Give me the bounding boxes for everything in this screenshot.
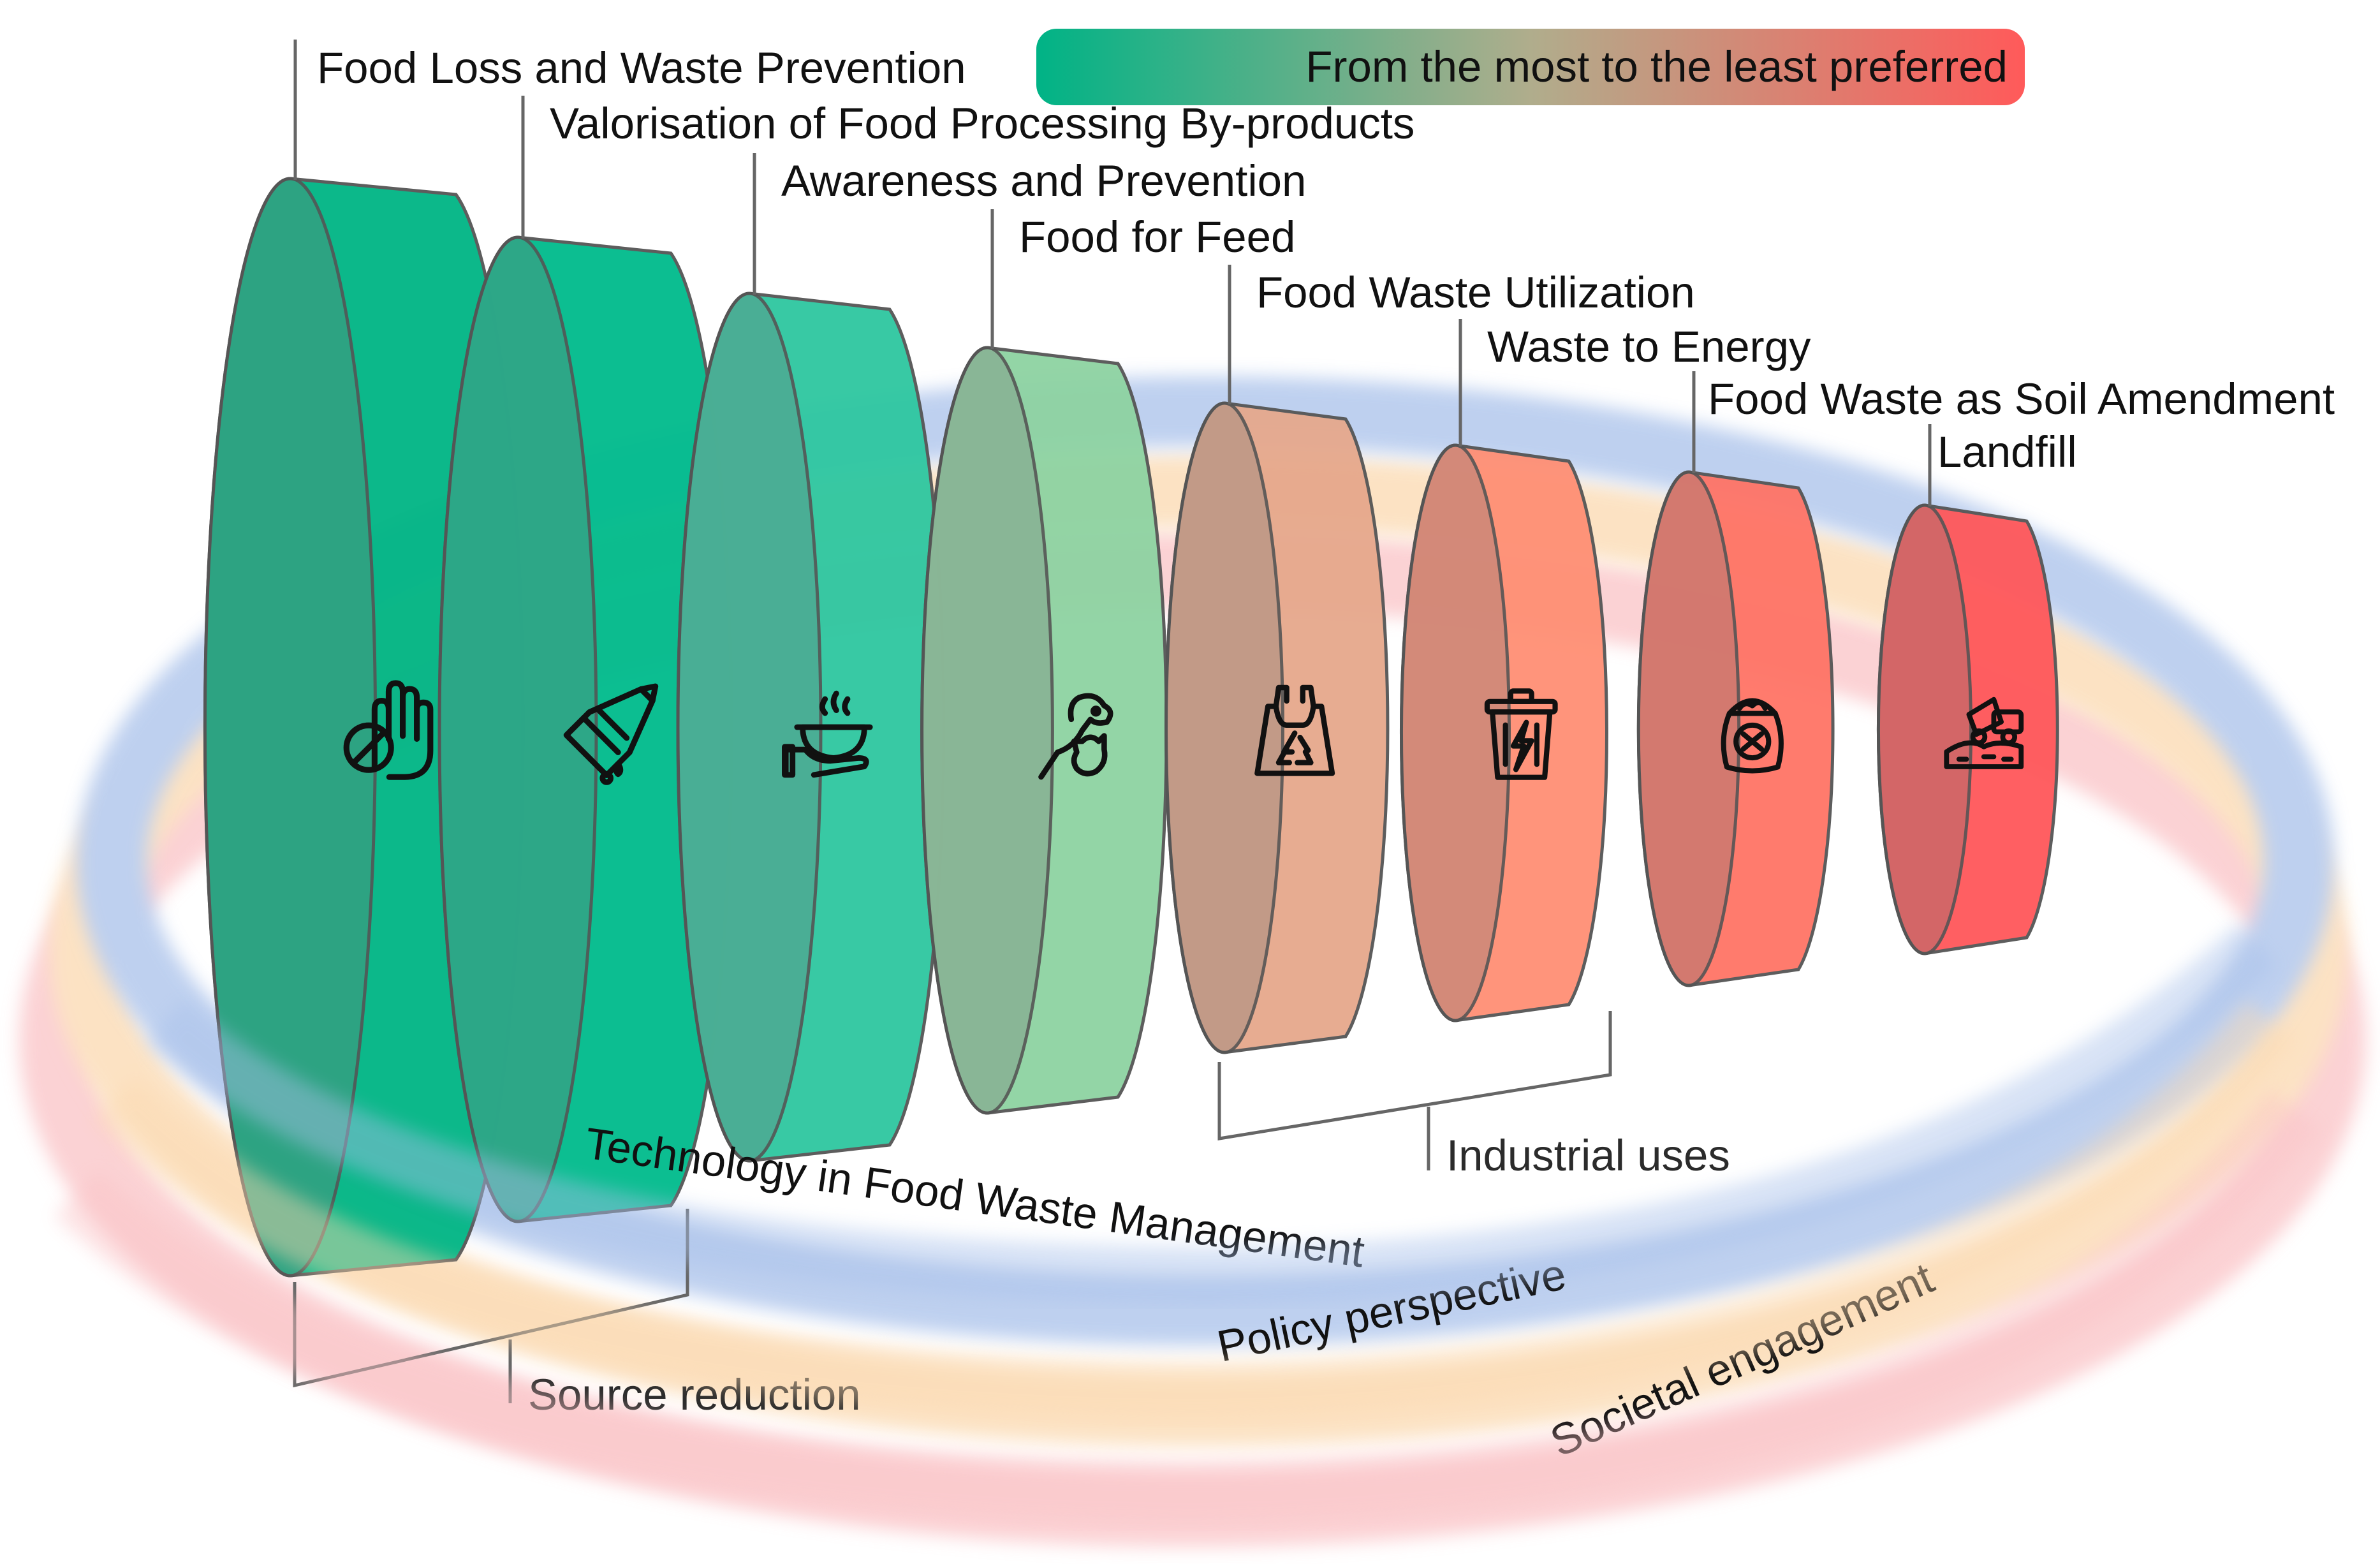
industrial-uses-label: Industrial uses: [1446, 1131, 1730, 1180]
disc-face: [1164, 401, 1284, 1054]
preference-legend: From the most to the least preferred: [1036, 29, 2025, 105]
compost-sack-icon: [1721, 698, 1784, 774]
industrial-uses-bracket: Industrial uses: [1217, 1011, 1730, 1180]
hierarchy-discs: [203, 177, 2059, 1278]
ring-technology: [77, 376, 2334, 1346]
hand-stop-icon: [343, 680, 434, 780]
level-label-8: Landfill: [1937, 427, 2077, 476]
legend-text: From the most to the least preferred: [1305, 42, 2008, 91]
hierarchy-labels: Food Loss and Waste PreventionValorisati…: [293, 40, 2335, 506]
by-product-drip-icon: [563, 683, 659, 785]
level-label-2: Valorisation of Food Processing By-produ…: [550, 99, 1414, 148]
disc-face: [920, 346, 1054, 1115]
disc-face: [1399, 443, 1511, 1022]
disc-6: [1399, 443, 1608, 1022]
disc-8: [1876, 503, 2059, 955]
ring-policy-front: [92, 1001, 2294, 1421]
level-label-3: Awareness and Prevention: [781, 156, 1306, 205]
dog-cat-icon: [1038, 693, 1113, 780]
disc-face: [1876, 503, 1973, 955]
recycle-bag-icon: [1254, 684, 1335, 776]
level-label-7: Food Waste as Soil Amendment: [1708, 374, 2335, 424]
level-label-5: Food Waste Utilization: [1256, 268, 1695, 317]
disc-3: [676, 291, 946, 1163]
disc-1: [203, 177, 525, 1278]
rings-front: [54, 923, 2321, 1525]
disc-4: [920, 346, 1168, 1115]
ring-societal-front: [54, 1090, 2321, 1525]
ring-technology-front: [147, 923, 2277, 1305]
disc-7: [1636, 470, 1835, 987]
industrial-uses-bracket-line: [1217, 1011, 1612, 1140]
legend-gradient-bar: [1036, 29, 2025, 105]
disc-2: [437, 235, 733, 1223]
level-label-1: Food Loss and Waste Prevention: [317, 43, 966, 92]
level-label-4: Food for Feed: [1019, 212, 1295, 262]
dump-truck-icon: [1944, 697, 2024, 769]
energy-bin-icon: [1484, 688, 1558, 780]
level-label-6: Waste to Energy: [1487, 322, 1811, 371]
hand-serving-bowl-icon: [782, 690, 873, 778]
disc-5: [1164, 401, 1390, 1054]
